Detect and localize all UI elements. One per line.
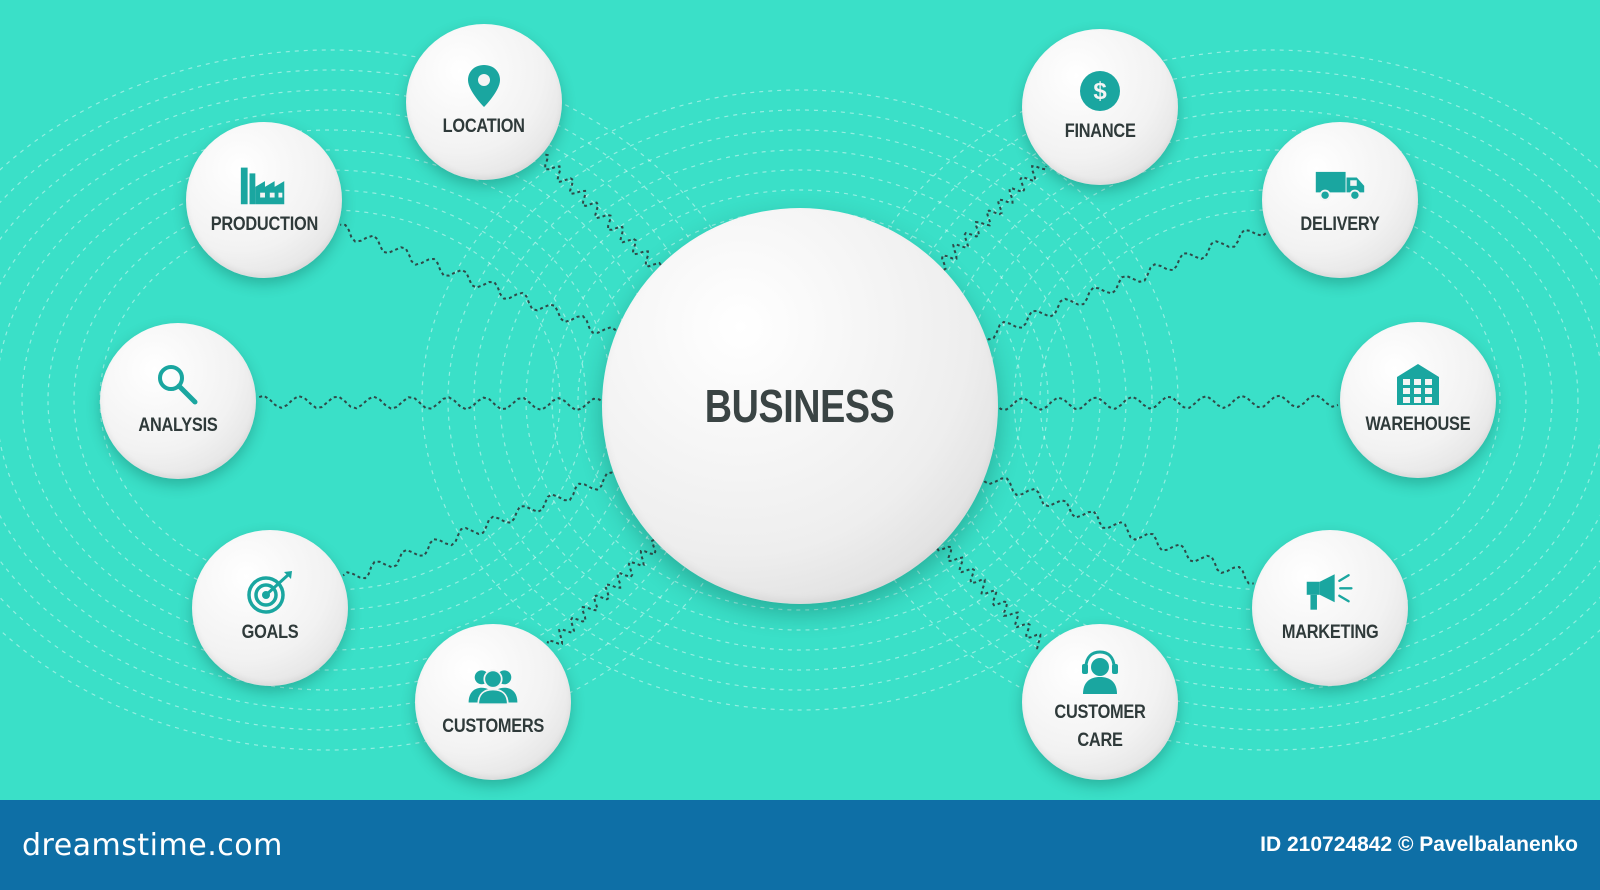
node-label: MARKETING [1281,622,1379,644]
warehouse-icon [1391,361,1445,407]
location-pin-icon [457,63,511,109]
footer-bar: dreamstime.com ID 210724842 © Pavelbalan… [0,800,1600,890]
node-finance: $ FINANCE [1022,29,1178,185]
ring [551,189,1049,611]
connector-line [935,542,1042,650]
node-label: FINANCE [1064,121,1136,143]
node-label: DELIVERY [1300,214,1380,236]
ring [961,149,1579,651]
node-delivery: DELIVERY [1262,122,1418,278]
magnifier-icon [151,362,205,408]
node-analysis: ANALYSIS [100,323,256,479]
node-label: CUSTOMER CARE [1054,702,1146,751]
connector-line [994,393,1339,411]
svg-text:$: $ [1093,78,1107,105]
connector-line [342,471,619,580]
node-customers: CUSTOMERS [415,624,571,780]
connector-line [981,474,1254,585]
connector-line [544,153,663,272]
node-label: LOCATION [442,116,526,138]
node-label: CUSTOMERS [442,716,544,738]
megaphone-icon [1303,569,1357,615]
node-warehouse: WAREHOUSE [1340,322,1496,478]
ring [473,129,1127,671]
node-label: ANALYSIS [138,415,218,437]
footer-brand[interactable]: dreamstime.com [22,827,283,863]
node-production: PRODUCTION [186,122,342,278]
node-location: LOCATION [406,24,562,180]
truck-icon [1313,161,1367,207]
dollar-icon: $ [1073,68,1127,114]
node-marketing: MARKETING [1252,530,1408,686]
target-icon [243,569,297,615]
connector-line [937,165,1048,272]
connector-line [981,229,1268,341]
factory-icon [237,161,291,207]
center-node: BUSINESS [602,208,998,604]
node-customer-care: CUSTOMER CARE [1022,624,1178,780]
node-label: PRODUCTION [210,214,318,236]
node-label: WAREHOUSE [1365,414,1471,436]
ring [525,169,1075,631]
footer-credit: ID 210724842 © Pavelbalanenko [1260,833,1578,856]
ring [447,109,1153,691]
center-label: BUSINESS [705,380,895,432]
ring [421,89,1179,711]
node-label: GOALS [241,622,299,644]
connector-lines [257,153,1339,650]
ring [577,209,1023,591]
node-goals: GOALS [192,530,348,686]
headset-icon [1073,649,1127,695]
connector-line [257,394,606,412]
group-icon [466,663,520,709]
